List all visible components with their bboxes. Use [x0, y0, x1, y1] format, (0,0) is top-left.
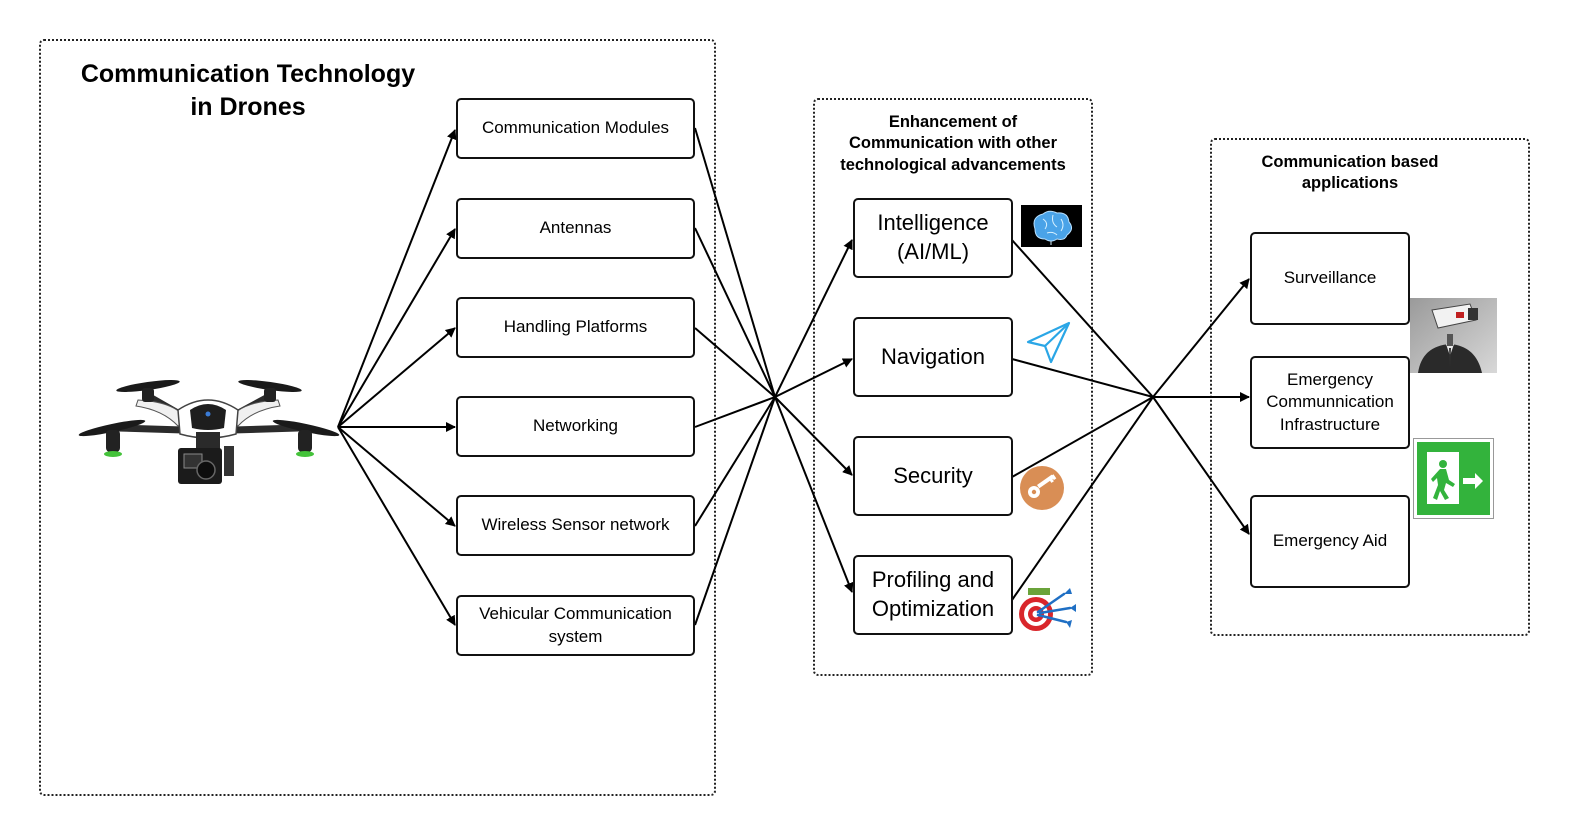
node-surveillance-label: Surveillance — [1283, 268, 1377, 288]
node-intelligence-label: Intelligence (AI/ML) — [865, 209, 1000, 266]
arrow-hub-to-intelligence — [774, 239, 853, 398]
drone-technology-group — [39, 39, 716, 796]
drone-technology-title-line1: Communication Technology — [80, 60, 416, 88]
arrow-hub-to-security — [774, 396, 853, 476]
arrow-drone-to-communication-modules — [337, 129, 457, 428]
arrow-hub-to-profiling — [774, 396, 854, 593]
node-security-label: Security — [893, 462, 973, 488]
node-handling-platforms-label: Handling Platforms — [503, 317, 648, 337]
drone-technology-title-line2: in Drones — [190, 92, 306, 121]
node-surveillance: Surveillance — [1250, 232, 1410, 325]
arrow-drone-to-handling-platforms — [337, 327, 456, 428]
brain-icon — [1021, 205, 1082, 247]
enhancement-title-line2: Communication with other — [848, 134, 1058, 153]
line-wireless-sensor-network-to-hub — [694, 396, 776, 527]
node-vehicular-line2: system — [548, 626, 603, 646]
node-profiling-line2: Optimization — [871, 596, 995, 621]
applications-title: Communication based applications — [1210, 152, 1490, 195]
node-emergency-aid: Emergency Aid — [1250, 495, 1410, 588]
node-antennas: Antennas — [456, 198, 695, 259]
node-emergency-infrastructure-line2: Communnication — [1266, 392, 1394, 412]
arrow-drone-to-vehicular-communication — [337, 426, 456, 626]
applications-title-line2: applications — [1301, 174, 1399, 193]
enhancement-title-line1: Enhancement of — [888, 113, 1018, 131]
node-profiling-label: Profiling and Optimization — [860, 566, 1006, 623]
node-intelligence-line1: Intelligence — [877, 210, 989, 236]
key-icon — [1020, 466, 1064, 510]
node-intelligence-line2: (AI/ML) — [896, 239, 970, 264]
node-communication-modules-label: Communication Modules — [481, 118, 670, 138]
arrow-drone-to-wireless-sensor-network — [337, 426, 456, 527]
node-vehicular-communication-system-label: Vehicular Communication system — [467, 603, 684, 647]
node-handling-platforms: Handling Platforms — [456, 297, 695, 358]
line-intelligence-to-hub2 — [1011, 239, 1154, 398]
node-navigation: Navigation — [853, 317, 1013, 397]
node-networking-label: Networking — [532, 416, 619, 436]
node-emergency-infrastructure-line3: Infrastructure — [1279, 414, 1381, 434]
node-navigation-label: Navigation — [881, 343, 985, 369]
node-wireless-sensor-network-label: Wireless Sensor network — [481, 515, 670, 535]
arrow-hub-to-navigation — [774, 358, 853, 398]
line-profiling-to-hub2 — [1011, 396, 1154, 601]
target-icon — [1019, 588, 1076, 631]
enhancement-group — [813, 98, 1093, 676]
node-emergency-infrastructure-label: Emergency Communnication Infrastructure — [1254, 369, 1406, 435]
line-networking-to-hub — [694, 396, 776, 428]
paper-plane-icon — [1026, 321, 1071, 364]
node-emergency-communication-infrastructure: Emergency Communnication Infrastructure — [1250, 356, 1410, 449]
node-vehicular-line1: Vehicular Communication — [479, 604, 672, 624]
applications-group — [1210, 138, 1530, 636]
node-emergency-aid-label: Emergency Aid — [1272, 531, 1388, 551]
emergency-exit-icon — [1413, 438, 1494, 519]
enhancement-title: Enhancement of Communication with other … — [813, 112, 1093, 176]
node-networking: Networking — [456, 396, 695, 457]
cctv-person-icon — [1410, 298, 1497, 373]
arrow-hub2-to-surveillance — [1152, 278, 1250, 398]
applications-title-line1: Communication based — [1261, 153, 1439, 171]
node-intelligence: Intelligence (AI/ML) — [853, 198, 1013, 278]
node-security: Security — [853, 436, 1013, 516]
line-communication-modules-to-hub — [694, 127, 776, 398]
node-vehicular-communication-system: Vehicular Communication system — [456, 595, 695, 656]
line-antennas-to-hub — [694, 227, 776, 398]
node-emergency-infrastructure-line1: Emergency — [1287, 370, 1373, 390]
node-profiling-optimization: Profiling and Optimization — [853, 555, 1013, 635]
line-security-to-hub2 — [1011, 396, 1154, 478]
arrow-drone-to-antennas — [337, 228, 456, 428]
drone-technology-title: Communication Technology in Drones — [48, 58, 448, 123]
node-antennas-label: Antennas — [539, 218, 612, 238]
arrow-hub2-to-emergency-aid — [1152, 396, 1250, 535]
node-wireless-sensor-network: Wireless Sensor network — [456, 495, 695, 556]
line-handling-platforms-to-hub — [694, 327, 776, 398]
line-vehicular-communication-to-hub — [694, 396, 776, 626]
line-navigation-to-hub2 — [1011, 358, 1154, 398]
drone-icon — [78, 380, 340, 484]
enhancement-title-line3: technological advancements — [840, 155, 1066, 174]
node-profiling-line1: Profiling and — [871, 567, 995, 593]
node-communication-modules: Communication Modules — [456, 98, 695, 159]
